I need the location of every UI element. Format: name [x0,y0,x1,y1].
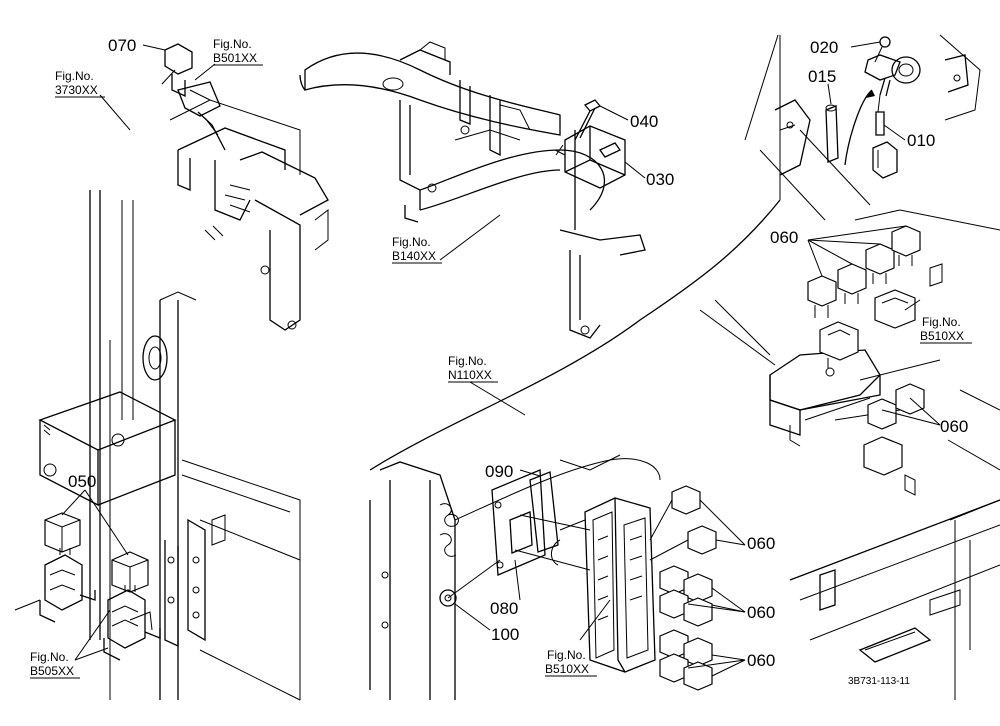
bottom-left-relay-assembly [14,512,161,661]
fig-ref-3730-line2: 3730XX [55,83,98,97]
part-label-040: 040 [630,112,658,131]
right-relay-box-assembly [769,225,1000,496]
part-label-010: 010 [907,131,935,150]
part-label-060-b: 060 [747,603,775,622]
fig-ref-b510-bottom-line2: B510XX [545,662,589,676]
part-label-060-a: 060 [747,534,775,553]
part-label-080: 080 [490,599,518,618]
part-label-060-c: 060 [747,651,775,670]
part-label-090: 090 [485,462,513,481]
fig-ref-b501-line1: Fig.No. [213,37,252,51]
top-center-cover-assembly [299,41,646,339]
top-left-pedal-assembly [161,43,329,331]
top-right-sensor-assembly [744,34,1000,231]
fig-ref-b140-line1: Fig.No. [392,235,431,249]
bottom-center-panel-assembly [369,454,717,700]
figure-reference-labels: Fig.No. B501XX Fig.No. 3730XX Fig.No. B1… [30,37,964,678]
drawing-code: 3B731-113-11 [848,676,910,687]
fig-ref-b510-right-line1: Fig.No. [922,315,961,329]
fig-ref-3730-line1: Fig.No. [55,69,94,83]
part-label-060-right: 060 [940,417,968,436]
fig-ref-n110-line2: N110XX [448,368,492,382]
bottom-right-floor-panel [789,499,1000,700]
part-label-060-top: 060 [770,228,798,247]
fig-ref-n110-line1: Fig.No. [448,354,487,368]
n110-cover-outline [369,35,781,471]
part-label-050: 050 [68,472,96,491]
fig-ref-b510-right-line2: B510XX [920,329,964,343]
part-number-labels: 070 040 030 020 015 010 060 060 050 090 … [68,36,968,670]
fig-ref-b505-line2: B505XX [30,664,74,678]
fig-ref-b501-line2: B501XX [213,51,257,65]
part-label-030: 030 [646,170,674,189]
fig-ref-b505-line1: Fig.No. [30,650,69,664]
fig-ref-b140-line2: B140XX [392,249,436,263]
part-label-015: 015 [808,67,836,86]
fig-ref-b510-bottom-line1: Fig.No. [547,648,586,662]
leader-lines [30,41,972,679]
part-label-020: 020 [810,38,838,57]
left-frame-assembly [38,190,301,701]
part-label-070: 070 [108,36,136,55]
part-label-100: 100 [491,625,519,644]
